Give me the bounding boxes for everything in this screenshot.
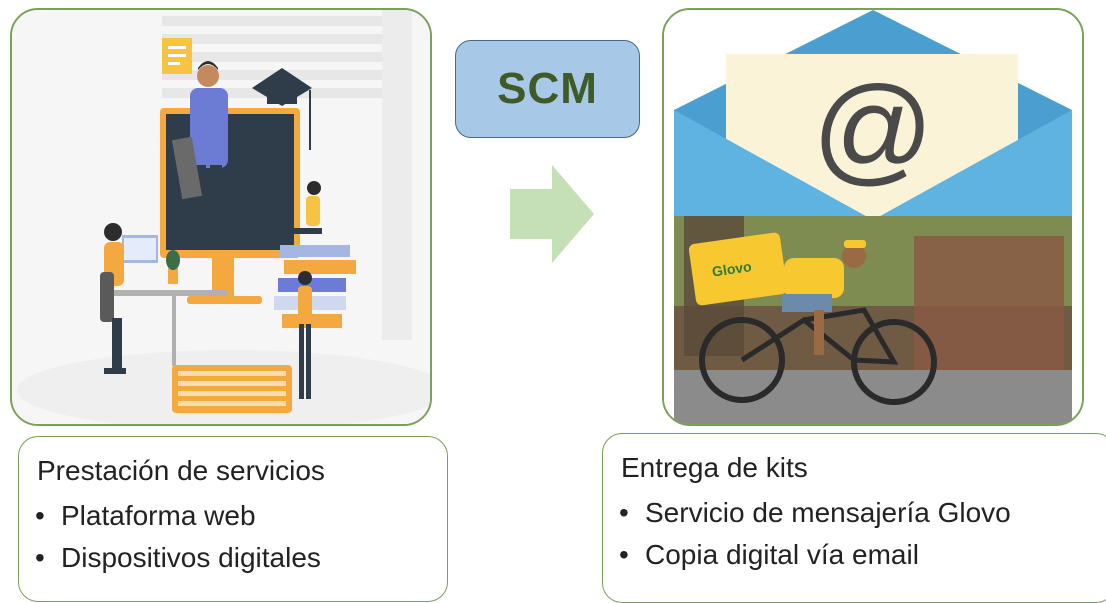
right-tile-title: Entrega de kits	[621, 452, 808, 483]
at-symbol: @	[812, 62, 934, 196]
list-item-text: Copia digital vía email	[645, 539, 919, 570]
email-envelope-and-glovo-courier-photo: @ Glovo	[664, 10, 1082, 424]
list-item-text: Plataforma web	[61, 500, 256, 531]
graduation-cap-icon	[252, 68, 312, 150]
teacher-figure	[171, 61, 228, 245]
right-tile-list: • Servicio de mensajería Glovo • Copia dig…	[619, 492, 1011, 576]
glovo-courier-photo: Glovo	[674, 216, 1072, 424]
right-text-tile: Entrega de kits • Servicio de mensajería …	[602, 433, 1106, 603]
bullet-icon: •	[619, 539, 629, 570]
right-illustration-panel: @ Glovo	[662, 8, 1084, 426]
scm-label: SCM	[497, 64, 598, 113]
bullet-icon: •	[619, 497, 629, 528]
scm-box: SCM	[455, 40, 640, 138]
student-figure	[294, 181, 322, 234]
list-item-text: Servicio de mensajería Glovo	[645, 497, 1011, 528]
plant-icon	[166, 250, 180, 284]
bullet-icon: •	[35, 500, 45, 531]
keyboard-icon	[172, 365, 292, 413]
bullet-icon: •	[35, 542, 45, 573]
online-teacher-illustration	[12, 10, 430, 424]
desk-worker-figure	[100, 223, 227, 374]
note-icon	[162, 38, 192, 74]
right-arrow-icon	[510, 165, 594, 263]
books-stack	[274, 245, 356, 328]
left-text-tile: Prestación de servicios • Plataforma web …	[18, 436, 448, 602]
list-item: • Plataforma web	[35, 495, 321, 537]
list-item: • Copia digital vía email	[619, 534, 1011, 576]
list-item: • Dispositivos digitales	[35, 537, 321, 579]
list-item-text: Dispositivos digitales	[61, 542, 321, 573]
left-tile-title: Prestación de servicios	[37, 455, 325, 486]
list-item: • Servicio de mensajería Glovo	[619, 492, 1011, 534]
standing-student-figure	[298, 271, 312, 399]
email-envelope-icon: @	[674, 10, 1072, 220]
glovo-brand-text: Glovo	[711, 258, 753, 279]
left-illustration-panel	[10, 8, 432, 426]
left-tile-list: • Plataforma web • Dispositivos digitales	[35, 495, 321, 579]
